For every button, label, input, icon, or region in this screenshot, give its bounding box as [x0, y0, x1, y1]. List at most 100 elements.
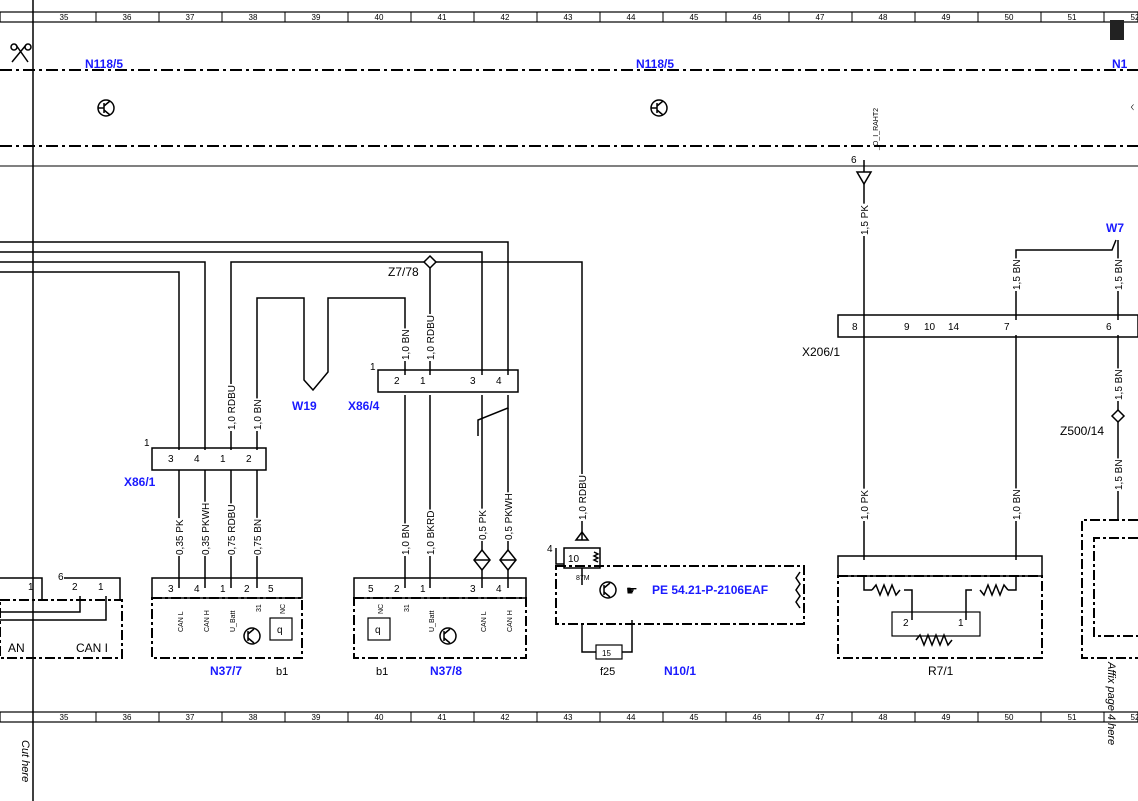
ruler-tick-label: 51 [1068, 13, 1077, 22]
pin-label: 1 [370, 362, 376, 373]
transistor-icon [97, 99, 115, 117]
pin-label: 1 [28, 582, 34, 593]
wire-label-bg [1012, 488, 1023, 521]
pin-label: 7 [1004, 322, 1010, 333]
pin-label: 2 [394, 376, 400, 387]
transistor-icon: ᚲ [1128, 99, 1136, 115]
pin-label: 4 [496, 376, 502, 387]
ruler-tick-label: 36 [123, 713, 132, 722]
r7-1-label: R7/1 [928, 664, 954, 678]
reference-link[interactable]: PE 54.21-P-2106EAF [652, 583, 768, 597]
ruler-tick-label: 47 [816, 713, 825, 722]
sensor-label: q [375, 625, 381, 636]
w19-label: W19 [292, 399, 317, 413]
n118-left-label: N118/5 [85, 57, 123, 71]
wire-label-bg [860, 488, 871, 521]
pin-label: 4 [194, 454, 200, 465]
wire-label: 1,0 BKRD [426, 511, 437, 555]
can-label: CAN I [76, 641, 108, 655]
b1-label: b1 [376, 666, 388, 678]
pin-label: 1 [220, 454, 226, 465]
wire-label: 1,0 RDBU [578, 475, 589, 520]
ruler-tick-label: 51 [1068, 713, 1077, 722]
n37-7-connector [151, 577, 303, 599]
pin-label: 3 [168, 584, 174, 595]
pin-name: 87M [576, 575, 590, 582]
wire-label-bg [401, 328, 412, 361]
f25-label: f25 [600, 666, 615, 678]
z7-78-label: Z7/78 [388, 265, 419, 279]
ruler-tick-label: 52 [1131, 13, 1138, 22]
r7-1-module [837, 555, 1043, 659]
pin-name: CAN H [507, 610, 514, 632]
wire-label: 1,0 RDBU [227, 385, 238, 430]
pin-label: 6 [1106, 322, 1112, 333]
sensor-label: q [277, 625, 283, 636]
wire-label-bg [253, 398, 264, 431]
pin-name: NC [280, 604, 287, 614]
pin-label: 2 [394, 584, 400, 595]
wire-label: 0,5 PKWH [504, 493, 515, 540]
wire-bundle [0, 160, 1119, 588]
wire-label-bg [478, 508, 489, 541]
wire-label: 1,5 PK [860, 205, 871, 235]
pin-label: 8 [852, 322, 858, 333]
pin-label: 3 [470, 376, 476, 387]
wire-label-bg [1114, 368, 1125, 401]
pin-name: 31 [256, 604, 263, 612]
ruler-tick-label: 36 [123, 13, 132, 22]
x206-1-label: X206/1 [802, 345, 840, 359]
hand-pointer-icon: ☛ [626, 583, 638, 598]
ruler-tick-label: 41 [438, 13, 447, 22]
wire-label-bg [253, 517, 264, 556]
pin-label: 1 [144, 438, 150, 449]
ruler-tick-label: 35 [60, 13, 69, 22]
wire-label-bg [1114, 258, 1125, 291]
connector-x86-1 [151, 447, 267, 471]
n118-mid-label: N118/5 [636, 57, 674, 71]
ruler-tick-label: 46 [753, 713, 762, 722]
ruler-tick-label: 48 [879, 713, 888, 722]
wire-label: 1,0 PK [860, 490, 871, 520]
n118-right-label: N1 [1112, 57, 1128, 71]
b1-label: b1 [276, 666, 288, 678]
scissors-icon [10, 43, 32, 63]
ruler-tick-label: 35 [60, 713, 69, 722]
n37-7-label: N37/7 [210, 664, 242, 678]
pin-label: 1 [420, 376, 426, 387]
pin-label: 6 [851, 155, 857, 166]
w7-label: W7 [1106, 221, 1124, 235]
transistor-icon [439, 627, 457, 645]
sensor-box [269, 617, 293, 641]
pin-label: 6 [58, 572, 64, 583]
wire-label-bg [227, 503, 238, 556]
pin-name: U_Batt [429, 611, 436, 632]
ruler-tick-label: 48 [879, 13, 888, 22]
pin-label: 2 [72, 582, 78, 593]
sensor-box [367, 617, 391, 641]
pin-label: 2 [246, 454, 252, 465]
splice-diamond [422, 254, 438, 270]
wire-label-bg [504, 492, 515, 541]
wire-label: 1,0 BN [401, 524, 412, 555]
ruler-tick-label: 47 [816, 13, 825, 22]
wire-label-bg [201, 501, 212, 556]
pin-label: 4 [496, 584, 502, 595]
ruler-tick-label: 40 [375, 13, 384, 22]
ruler-tick-label: 49 [942, 713, 951, 722]
transistor-icon [243, 627, 261, 645]
wire-label-bg [426, 313, 437, 361]
n10-1-module [555, 530, 805, 660]
ruler-tick-label: 38 [249, 13, 258, 22]
ruler-tick-label: 44 [627, 713, 636, 722]
wire-label-bg [227, 383, 238, 431]
pin-label: 2 [244, 584, 250, 595]
pin-label: 1 [958, 618, 964, 629]
ruler-tick-label: 50 [1005, 13, 1014, 22]
wire-label: 0,75 BN [253, 519, 264, 555]
ruler-tick-label: 45 [690, 13, 699, 22]
pin-label: 1 [220, 584, 226, 595]
pin-name: _O_I_RAHT2 [873, 108, 880, 151]
ruler-tick-label: 45 [690, 713, 699, 722]
